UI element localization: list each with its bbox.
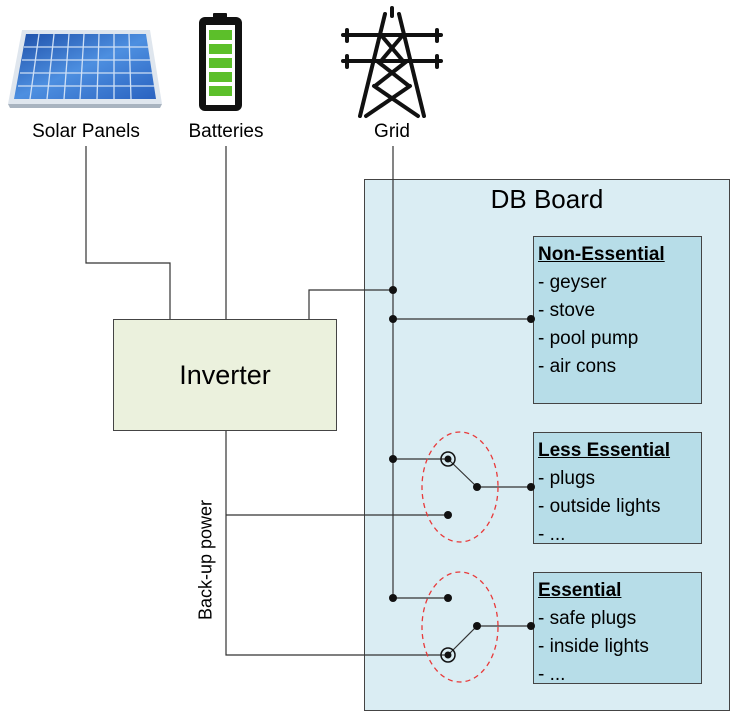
- power-pylon-icon: [341, 6, 443, 118]
- non-essential-title: Non-Essential: [538, 244, 665, 265]
- inverter-label: Inverter: [179, 359, 271, 390]
- battery-icon: [199, 13, 242, 111]
- backup-power-label: Back-up power: [195, 499, 216, 621]
- list-item: - pool pump: [538, 328, 639, 349]
- list-item: - safe plugs: [538, 608, 637, 629]
- inverter-box: Inverter: [113, 319, 337, 431]
- solar-panel-icon: [8, 30, 162, 108]
- essential-title: Essential: [538, 580, 622, 601]
- less-essential-box: Less Essential - plugs - outside lights …: [533, 432, 702, 545]
- list-item: - outside lights: [538, 496, 661, 517]
- essential-box: Essential - safe plugs - inside lights -…: [533, 572, 702, 685]
- list-item: - ...: [538, 664, 566, 685]
- db-board-title: DB Board: [490, 184, 604, 214]
- batteries-label: Batteries: [188, 121, 264, 142]
- grid-label: Grid: [374, 121, 410, 142]
- list-item: - ...: [538, 524, 566, 545]
- list-item: - plugs: [538, 468, 596, 489]
- list-item: - geyser: [538, 272, 607, 293]
- less-essential-switch: [421, 431, 499, 543]
- list-item: - inside lights: [538, 636, 649, 657]
- essential-switch: [421, 571, 499, 683]
- solar-label: Solar Panels: [32, 121, 140, 142]
- list-item: - stove: [538, 300, 596, 321]
- less-essential-title: Less Essential: [538, 440, 671, 461]
- non-essential-box: Non-Essential - geyser - stove - pool pu…: [533, 236, 702, 404]
- list-item: - air cons: [538, 356, 617, 377]
